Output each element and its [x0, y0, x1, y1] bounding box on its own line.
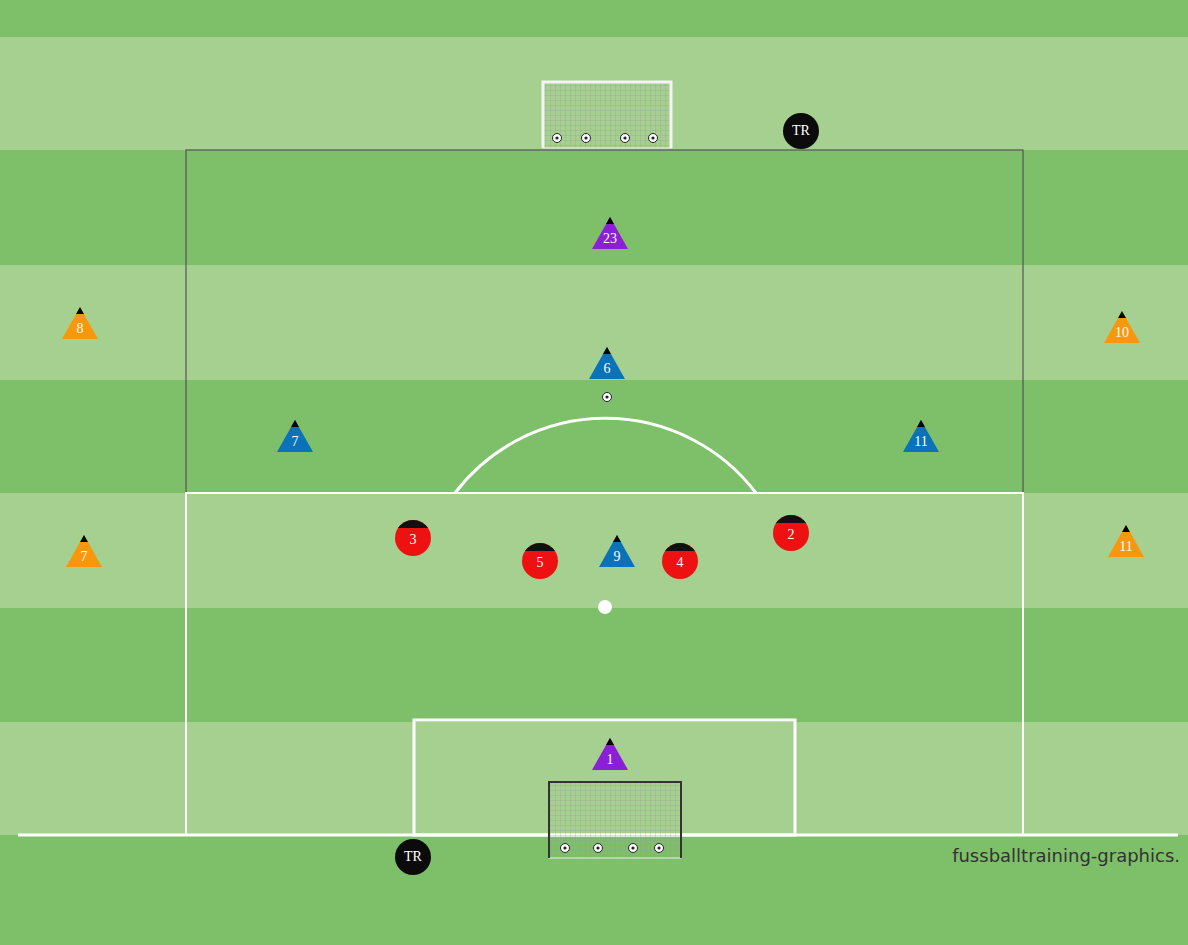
player-number: 11	[903, 434, 939, 450]
player-number: TR	[783, 123, 819, 139]
player-cone: 7	[277, 420, 313, 452]
player-number: 9	[599, 549, 635, 565]
player-number: 2	[773, 527, 809, 543]
watermark: fussballtraining-graphics.	[952, 845, 1180, 866]
player-cone: 6	[589, 347, 625, 379]
player-number: 23	[592, 231, 628, 247]
player-disc: 2	[773, 515, 809, 551]
player-cone: 11	[903, 420, 939, 452]
player-number: 8	[62, 321, 98, 337]
player-number: 5	[522, 555, 558, 571]
player-number: 10	[1104, 325, 1140, 341]
coach-marker: TR	[395, 839, 431, 875]
player-cone: 11	[1108, 525, 1144, 557]
player-cone: 9	[599, 535, 635, 567]
player-number: 4	[662, 555, 698, 571]
player-number: 7	[277, 434, 313, 450]
player-cone: 23	[592, 217, 628, 249]
player-cone: 10	[1104, 311, 1140, 343]
player-number: 6	[589, 361, 625, 377]
player-number: 7	[66, 549, 102, 565]
player-disc: 4	[662, 543, 698, 579]
player-number: 1	[592, 752, 628, 768]
coach-marker: TR	[783, 113, 819, 149]
player-cone: 7	[66, 535, 102, 567]
player-number: 3	[395, 532, 431, 548]
player-number: TR	[395, 849, 431, 865]
player-disc: 5	[522, 543, 558, 579]
player-disc: 3	[395, 520, 431, 556]
player-cone: 8	[62, 307, 98, 339]
player-cone: 1	[592, 738, 628, 770]
player-number: 11	[1108, 539, 1144, 555]
